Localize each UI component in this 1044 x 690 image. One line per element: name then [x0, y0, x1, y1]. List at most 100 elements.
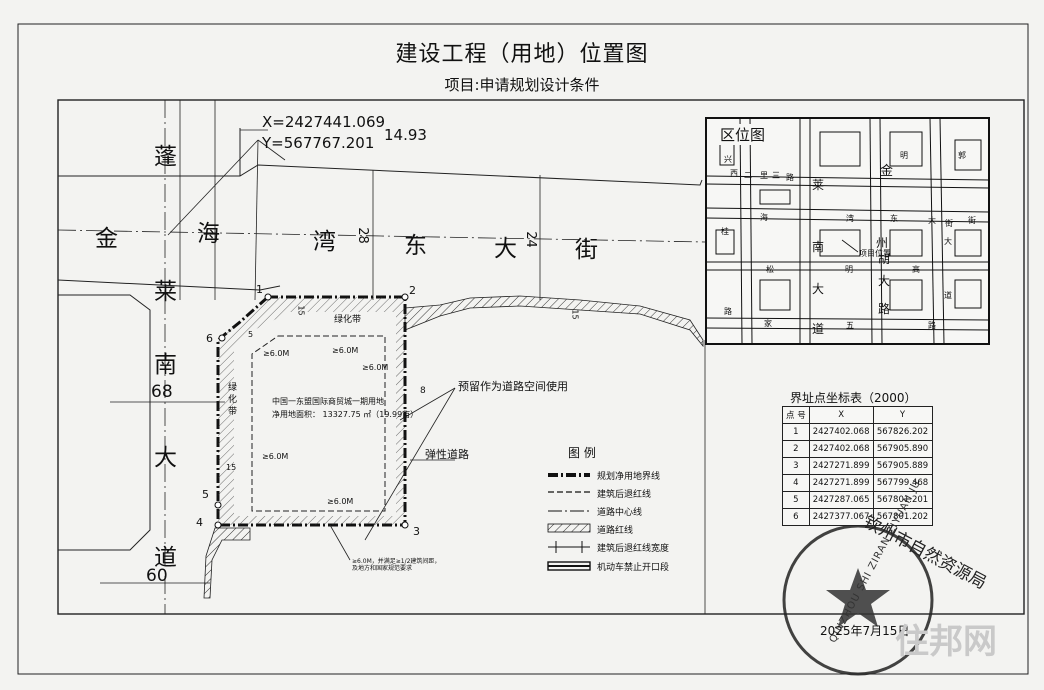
- site-area: 净用地面积： 13327.75 ㎡（19.99亩）: [272, 410, 419, 419]
- road-centerline-north: [57, 229, 706, 243]
- legend-title: 图 例: [568, 446, 596, 460]
- dim-top: 14.93: [384, 126, 427, 144]
- inset-street-label: 湾: [846, 214, 854, 223]
- inset-street-label: 高: [912, 265, 920, 274]
- inset-street-label: 明: [845, 265, 853, 274]
- inset-street-label: 兴: [724, 155, 732, 164]
- point-5: [214, 501, 222, 509]
- setback-label: ≥6.0M: [327, 497, 354, 506]
- table-cell: 5: [782, 491, 810, 509]
- inset-street-label: 大: [928, 216, 936, 225]
- road-north-char: 金: [95, 226, 118, 252]
- road-north-width2: 24: [522, 231, 538, 248]
- setback-line: [251, 335, 386, 512]
- table-cell: 3: [782, 457, 810, 475]
- inset-street-label: 明: [900, 151, 908, 160]
- inset-street-label: 路: [878, 302, 891, 316]
- road-west-char: 道: [154, 545, 177, 571]
- table-header-row: 点 号 X Y: [782, 406, 933, 424]
- setback-label: ≥6.0M: [332, 346, 359, 355]
- inset-street-label: 莱: [812, 178, 825, 192]
- page-subtitle: 项目:申请规划设计条件: [444, 76, 600, 94]
- table-cell: 567905.889: [872, 457, 933, 475]
- reserve-note: 预留作为道路空间使用: [458, 380, 568, 393]
- point-2: [401, 293, 409, 301]
- legend-item: 道路红线: [597, 526, 634, 536]
- road-north-char: 街: [575, 237, 598, 263]
- inset-street-label: 街: [968, 216, 976, 225]
- inset-street-label: 路: [928, 321, 936, 330]
- point-label: 5: [202, 488, 209, 501]
- road-west-char: 大: [154, 445, 177, 471]
- page-title: 建设工程（用地）位置图: [395, 42, 649, 67]
- table-cell: 2: [782, 440, 810, 458]
- table-cell: 2427287.065: [808, 491, 874, 509]
- legend-symbols: [547, 473, 591, 571]
- road-west-char: 南: [154, 352, 177, 378]
- point-1: [264, 293, 272, 301]
- point-4: [214, 521, 222, 529]
- coord-table-title: 界址点坐标表（2000）: [790, 391, 917, 405]
- point-label: 1: [256, 283, 263, 296]
- point-label: 3: [413, 525, 420, 538]
- inset-title: 区位图: [718, 124, 768, 145]
- inset-street-label: 家: [764, 319, 772, 328]
- road-red-line-hatch: [404, 295, 704, 348]
- dim-5: 5: [248, 330, 254, 339]
- dim-8: 8: [420, 386, 426, 396]
- dim-15: 15: [570, 309, 580, 320]
- note-bottom: ≥6.0M，并满足≥1/2建筑间距，: [352, 558, 441, 565]
- table-cell: 4: [782, 474, 810, 492]
- point-label: 2: [409, 284, 416, 297]
- table-cell: 567826.202: [872, 423, 933, 441]
- note-bottom: 及地方和国家规范要求: [352, 565, 413, 572]
- setback-label: ≥6.0M: [362, 363, 389, 372]
- official-seal: [782, 524, 934, 676]
- point-label: 4: [196, 516, 203, 529]
- site-name: 中国一东盟国际商贸城一期用地: [272, 397, 384, 406]
- inset-street-label: 西: [730, 169, 738, 178]
- legend-item: 机动车禁止开口段: [597, 563, 670, 573]
- green-belt-top: 绿化带: [334, 315, 362, 325]
- inset-street-label: 路: [724, 307, 732, 316]
- point-6: [218, 334, 226, 342]
- road-north-char: 东: [404, 233, 427, 259]
- road-west-char: 莱: [154, 279, 177, 305]
- green-belt-left: 绿化带: [228, 383, 238, 417]
- table-cell: 2427402.068: [808, 440, 874, 458]
- flexible-road: 弹性道路: [425, 448, 469, 461]
- legend-item: 道路中心线: [597, 508, 643, 518]
- table-cell: 2427377.067: [808, 508, 874, 526]
- col-header: Y: [872, 406, 933, 424]
- inset-street-label: 里: [760, 171, 768, 180]
- setback-label: ≥6.0M: [263, 349, 290, 358]
- table-cell: 2427271.899: [808, 474, 874, 492]
- inset-street-label: 大: [878, 274, 891, 288]
- inset-street-label: 大: [944, 237, 952, 246]
- legend-item: 建筑后退红线宽度: [597, 544, 670, 554]
- inset-street-label: 道: [812, 322, 825, 336]
- legend-item: 规划净用地界线: [597, 472, 661, 482]
- road-north-char: 大: [494, 236, 517, 262]
- inset-street-label: 五: [846, 321, 854, 330]
- table-cell: 2427402.068: [808, 423, 874, 441]
- road-edge: [58, 164, 703, 186]
- inset-street-label: 二: [744, 171, 752, 180]
- road-west-width2: 60: [146, 566, 168, 586]
- inset-street-label: 南: [812, 240, 825, 254]
- setback-label: ≥6.0M: [262, 452, 289, 461]
- legend-item: 建筑后退红线: [597, 490, 652, 500]
- table-cell: 2427271.899: [808, 457, 874, 475]
- table-cell: 567801.202: [872, 508, 933, 526]
- road-north-char: 海: [197, 221, 220, 247]
- inset-street-label: 三: [772, 171, 780, 180]
- dim-15: 15: [226, 463, 237, 472]
- inset-street-label: 金: [880, 164, 894, 179]
- inset-street-label: 胡: [878, 252, 891, 266]
